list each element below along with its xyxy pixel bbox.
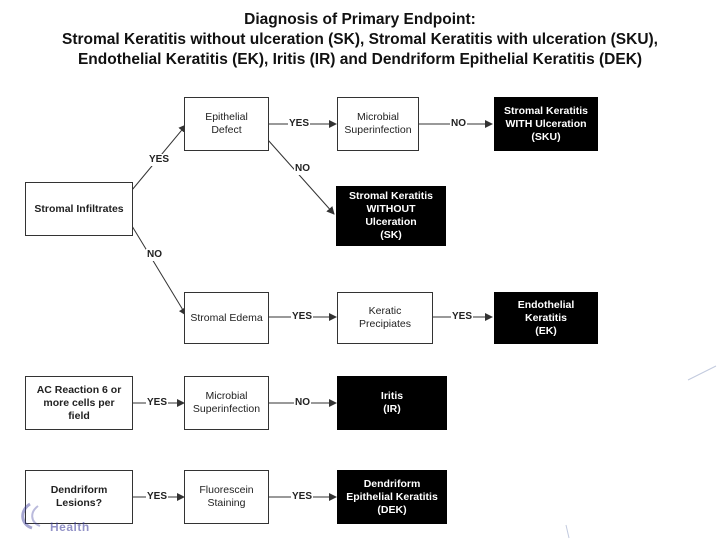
node-ek-outcome: Endothelial Keratitis (EK) xyxy=(494,292,598,344)
node-keratic-precipitates: Keratic Precipiates xyxy=(337,292,433,344)
node-sk-outcome: Stromal Keratitis WITHOUT Ulceration (SK… xyxy=(336,186,446,246)
node-ac-reaction: AC Reaction 6 or more cells per field xyxy=(25,376,133,430)
diagram-title: Diagnosis of Primary Endpoint: Stromal K… xyxy=(0,10,720,70)
label-no-infiltrates-edema: NO xyxy=(146,249,163,261)
node-stromal-infiltrates: Stromal Infiltrates xyxy=(25,182,133,236)
decorative-stroke xyxy=(687,365,717,381)
node-microbial-superinfection-1: Microbial Superinfection xyxy=(337,97,419,151)
label-yes-edema-keratic: YES xyxy=(291,311,314,323)
label-yes-epithelial-microbial: YES xyxy=(288,118,311,130)
label-no-epithelial-sk: NO xyxy=(294,163,311,175)
decorative-stroke xyxy=(565,524,570,539)
title-line-1: Diagnosis of Primary Endpoint: xyxy=(244,11,476,28)
node-dek-outcome: Dendriform Epithelial Keratitis (DEK) xyxy=(337,470,447,524)
label-yes-dendriform-fluorescein: YES xyxy=(146,491,169,503)
title-line-3: Endothelial Keratitis (EK), Iritis (IR) … xyxy=(77,51,643,68)
label-yes-fluorescein-dek: YES xyxy=(291,491,314,503)
title-line-2: Stromal Keratitis without ulceration (SK… xyxy=(62,31,658,48)
logo-mark xyxy=(21,502,41,530)
label-no-microbial-iritis: NO xyxy=(294,397,311,409)
node-stromal-edema: Stromal Edema xyxy=(184,292,269,344)
label-yes-keratic-ek: YES xyxy=(451,311,474,323)
node-microbial-superinfection-2: Microbial Superinfection xyxy=(184,376,269,430)
logo-text: Health xyxy=(50,520,90,534)
node-ir-outcome: Iritis (IR) xyxy=(337,376,447,430)
label-yes-infiltrates-epithelial: YES xyxy=(148,154,171,166)
label-no-microbial-sku: NO xyxy=(450,118,467,130)
node-epithelial-defect: Epithelial Defect xyxy=(184,97,269,151)
node-dendriform-lesions: Dendriform Lesions? xyxy=(25,470,133,524)
node-fluorescein-staining: Fluorescein Staining xyxy=(184,470,269,524)
label-yes-ac-microbial: YES xyxy=(146,397,169,409)
arrow-infiltrates-to-edema xyxy=(131,225,187,316)
arrow-epithelial-to-sk xyxy=(267,139,335,215)
node-sku-outcome: Stromal Keratitis WITH Ulceration (SKU) xyxy=(494,97,598,151)
